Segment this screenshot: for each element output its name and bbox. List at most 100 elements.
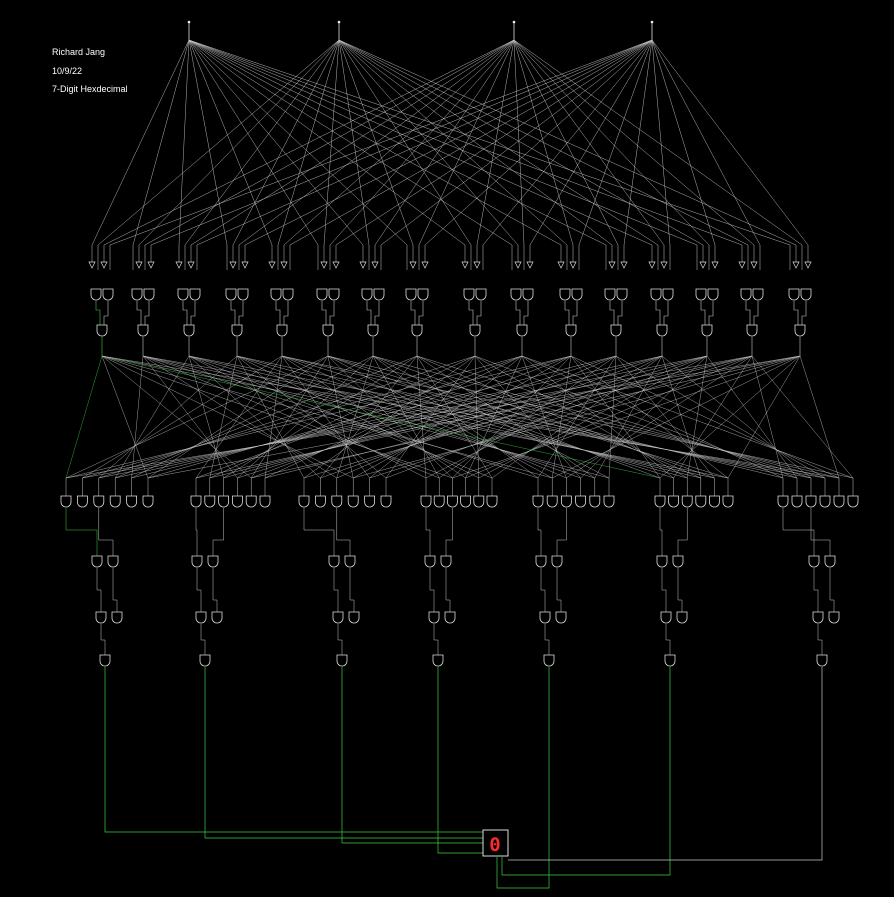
wire xyxy=(745,301,751,325)
wire xyxy=(338,39,414,246)
wire xyxy=(617,301,623,325)
and-gate xyxy=(96,324,108,337)
wire xyxy=(188,39,273,246)
wire xyxy=(366,301,372,325)
wire xyxy=(190,301,196,325)
wire xyxy=(101,355,729,479)
wire xyxy=(793,301,799,325)
not-gate xyxy=(88,261,96,269)
wire xyxy=(615,355,715,479)
and-gate xyxy=(510,288,522,301)
wire xyxy=(677,568,683,612)
wire xyxy=(338,39,659,246)
and-gate xyxy=(199,654,211,667)
and-gate xyxy=(380,495,392,508)
wire xyxy=(223,355,418,479)
wire xyxy=(184,39,340,246)
wire xyxy=(238,301,244,325)
wire xyxy=(142,355,715,479)
and-gate xyxy=(791,495,803,508)
wire xyxy=(513,39,755,246)
wire xyxy=(374,301,380,325)
wire xyxy=(101,355,661,479)
wire xyxy=(142,355,610,479)
wire xyxy=(97,39,340,246)
wire xyxy=(101,355,252,479)
wire xyxy=(521,355,854,479)
not-gate xyxy=(359,261,367,269)
wire xyxy=(115,355,418,479)
wire xyxy=(303,355,476,479)
wire xyxy=(501,667,671,876)
wire xyxy=(283,39,515,246)
wire xyxy=(303,508,335,556)
wire xyxy=(65,508,98,556)
wire xyxy=(237,355,617,479)
wire xyxy=(445,568,451,612)
wire xyxy=(209,355,708,479)
and-gate xyxy=(440,555,452,568)
not-gate xyxy=(421,261,429,269)
wire xyxy=(142,355,440,479)
wire xyxy=(195,355,523,479)
and-gate xyxy=(555,611,567,624)
wire xyxy=(101,355,149,479)
not-gate xyxy=(280,261,288,269)
wire xyxy=(468,301,474,325)
and-gate xyxy=(532,495,544,508)
wire xyxy=(556,568,562,612)
and-gate xyxy=(417,288,429,301)
wire xyxy=(188,39,791,246)
wire xyxy=(144,39,515,246)
wire xyxy=(329,301,335,325)
and-gate xyxy=(709,495,720,508)
wire xyxy=(425,508,431,556)
input-pin-0[interactable] xyxy=(187,20,191,24)
wire xyxy=(277,39,340,246)
and-gate xyxy=(535,555,547,568)
wire xyxy=(418,301,424,325)
and-gate xyxy=(656,324,668,337)
wire xyxy=(275,301,281,325)
and-gate xyxy=(473,495,485,508)
wire xyxy=(237,355,374,479)
and-gate xyxy=(543,654,555,667)
wire xyxy=(336,355,617,479)
wire xyxy=(341,667,484,844)
wire xyxy=(96,568,102,612)
wire xyxy=(188,355,321,479)
wire xyxy=(142,355,337,479)
wire xyxy=(372,355,440,479)
wire xyxy=(188,355,812,479)
input-pin-2[interactable] xyxy=(512,20,516,24)
wire xyxy=(320,355,418,479)
wire xyxy=(98,355,238,479)
and-gate xyxy=(102,288,114,301)
and-gate xyxy=(695,288,707,301)
and-gate xyxy=(616,288,628,301)
not-gate xyxy=(135,261,143,269)
input-pin-1[interactable] xyxy=(337,20,341,24)
wire xyxy=(665,624,671,655)
wire xyxy=(321,301,327,325)
input-pins[interactable] xyxy=(187,20,654,40)
input-pin-3[interactable] xyxy=(650,20,654,24)
and-gate xyxy=(660,611,672,624)
wire xyxy=(513,39,525,246)
and-gate xyxy=(603,495,615,508)
not-gate xyxy=(526,261,534,269)
and-gate xyxy=(95,611,107,624)
wire xyxy=(651,39,809,246)
wire xyxy=(281,355,466,479)
wire xyxy=(673,355,753,479)
not-gate xyxy=(473,261,481,269)
and-gate xyxy=(93,495,105,508)
wire xyxy=(651,39,761,246)
and-gate xyxy=(211,611,223,624)
wire xyxy=(264,355,283,479)
wire xyxy=(188,39,408,246)
wire xyxy=(188,39,513,246)
wire xyxy=(188,39,653,246)
wire xyxy=(264,355,753,479)
